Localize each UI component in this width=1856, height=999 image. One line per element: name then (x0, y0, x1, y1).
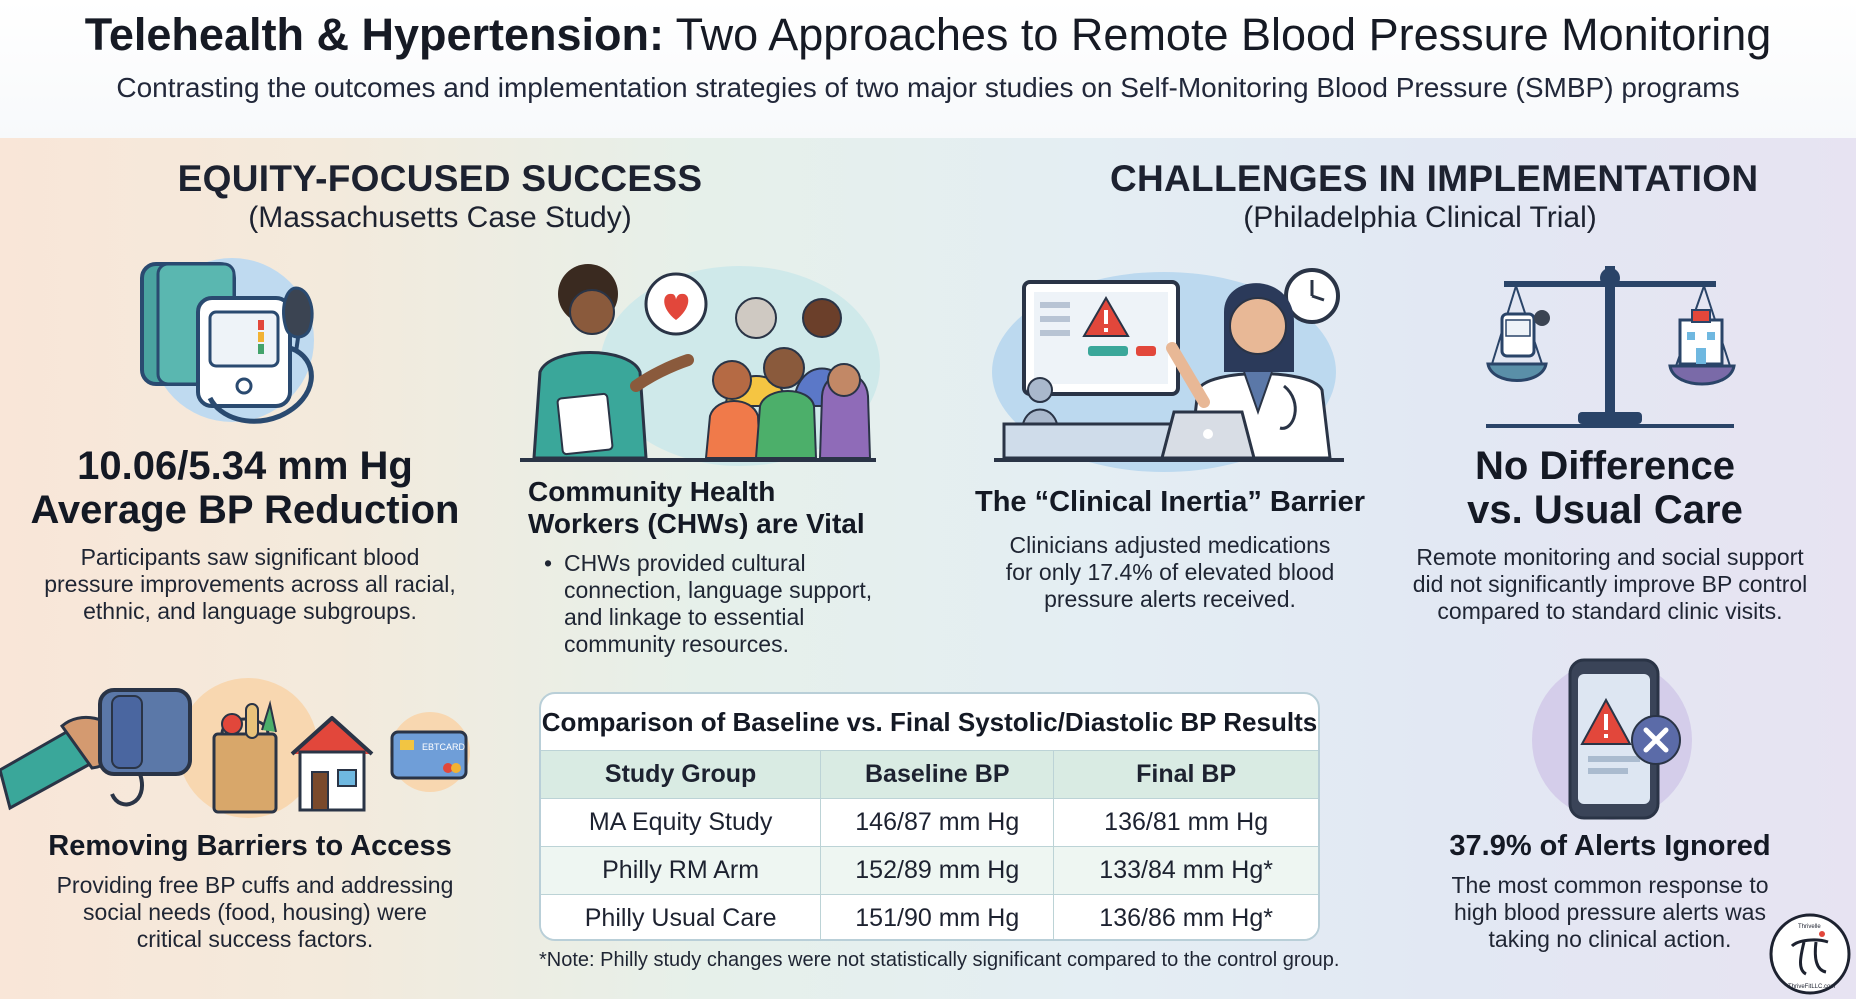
right-subheading: (Philadelphia Clinical Trial) (1243, 201, 1597, 234)
title-bold: Telehealth & Hypertension: (84, 9, 664, 60)
table-cell: 136/86 mm Hg* (1053, 894, 1318, 939)
table-cell: 136/81 mm Hg (1053, 798, 1318, 847)
logo-side-text: ThriveFitLLC.com (1788, 984, 1835, 990)
table-cell: Philly Usual Care (541, 894, 822, 939)
table-row: Philly RM Arm 152/89 mm Hg 133/84 mm Hg* (541, 846, 1318, 895)
chw-title: Community Health Workers (CHWs) are Vita… (528, 476, 888, 540)
left-section-heading: EQUITY-FOCUSED SUCCESS (Massachusetts Ca… (150, 158, 730, 236)
card-label: EBTCARD (422, 742, 466, 752)
inertia-description: Clinicians adjusted medications for only… (1005, 532, 1335, 612)
page-title: Telehealth & Hypertension: Two Approache… (0, 8, 1856, 62)
alerts-ignored-title: 37.9% of Alerts Ignored (1449, 830, 1771, 862)
table-cell: 151/90 mm Hg (820, 894, 1055, 939)
inertia-title: The “Clinical Inertia” Barrier (974, 486, 1365, 518)
no-difference-line1: No Difference (1474, 444, 1736, 488)
thrivefit-logo-icon: Thrivelle ThriveFitLLC.com (1769, 913, 1851, 995)
bullet-dot: • (544, 550, 553, 576)
bp-reduction-value: 10.06/5.34 mm Hg (77, 444, 413, 488)
table-header-row: Study Group Baseline BP Final BP (541, 750, 1318, 799)
table-footnote: *Note: Philly study changes were not sta… (539, 949, 1340, 971)
balance-scale-icon (1486, 266, 1736, 428)
clinician-alert-screen-icon (992, 268, 1344, 472)
no-difference-line2: vs. Usual Care (1467, 488, 1743, 532)
title-rest: Two Approaches to Remote Blood Pressure … (663, 9, 1772, 60)
barriers-title: Removing Barriers to Access (48, 830, 452, 862)
blood-pressure-monitor-icon (140, 258, 314, 424)
logo-top-text: Thrivelle (1798, 924, 1821, 930)
column-header: Baseline BP (820, 750, 1055, 799)
alerts-ignored-description: The most common response to high blood p… (1451, 872, 1769, 952)
bp-reduction-label: Average BP Reduction (30, 488, 460, 532)
table-cell: 152/89 mm Hg (820, 846, 1055, 895)
right-heading: CHALLENGES IN IMPLEMENTATION (1110, 158, 1759, 199)
left-heading: EQUITY-FOCUSED SUCCESS (177, 158, 703, 199)
table-row: Philly Usual Care 151/90 mm Hg 136/86 mm… (541, 894, 1318, 939)
column-header: Study Group (541, 750, 822, 799)
table-row: MA Equity Study 146/87 mm Hg 136/81 mm H… (541, 798, 1318, 847)
no-difference-description: Remote monitoring and social support did… (1412, 544, 1808, 624)
no-difference-stat: No Difference vs. Usual Care (1380, 444, 1830, 532)
community-health-workers-icon (520, 264, 880, 466)
table-title: Comparison of Baseline vs. Final Systoli… (541, 707, 1318, 737)
chw-title-line2: Workers (CHWs) are Vital (528, 508, 865, 539)
table-cell: MA Equity Study (541, 798, 822, 847)
table-cell: 146/87 mm Hg (820, 798, 1055, 847)
table-cell: Philly RM Arm (541, 846, 822, 895)
chw-bullet: • CHWs provided cultural connection, lan… (544, 550, 894, 658)
column-header: Final BP (1053, 750, 1318, 799)
bp-reduction-description: Participants saw significant blood press… (44, 544, 456, 624)
table-cell: 133/84 mm Hg* (1053, 846, 1318, 895)
chw-title-line1: Community Health (528, 476, 776, 507)
page-subtitle: Contrasting the outcomes and implementat… (116, 72, 1740, 103)
bp-cuff-food-house-card-icon: EBTCARD (0, 678, 470, 818)
header: Telehealth & Hypertension: Two Approache… (0, 0, 1856, 138)
barriers-description: Providing free BP cuffs and addressing s… (56, 872, 454, 952)
left-subheading: (Massachusetts Case Study) (248, 201, 632, 234)
right-section-heading: CHALLENGES IN IMPLEMENTATION (Philadelph… (1110, 158, 1759, 236)
bp-reduction-stat: 10.06/5.34 mm Hg Average BP Reduction (20, 444, 470, 532)
comparison-table: Comparison of Baseline vs. Final Systoli… (539, 692, 1320, 941)
phone-alert-ignored-icon (1532, 658, 1692, 820)
chw-bullet-text: CHWs provided cultural connection, langu… (564, 550, 873, 657)
results-table: Study Group Baseline BP Final BP MA Equi… (541, 750, 1318, 939)
